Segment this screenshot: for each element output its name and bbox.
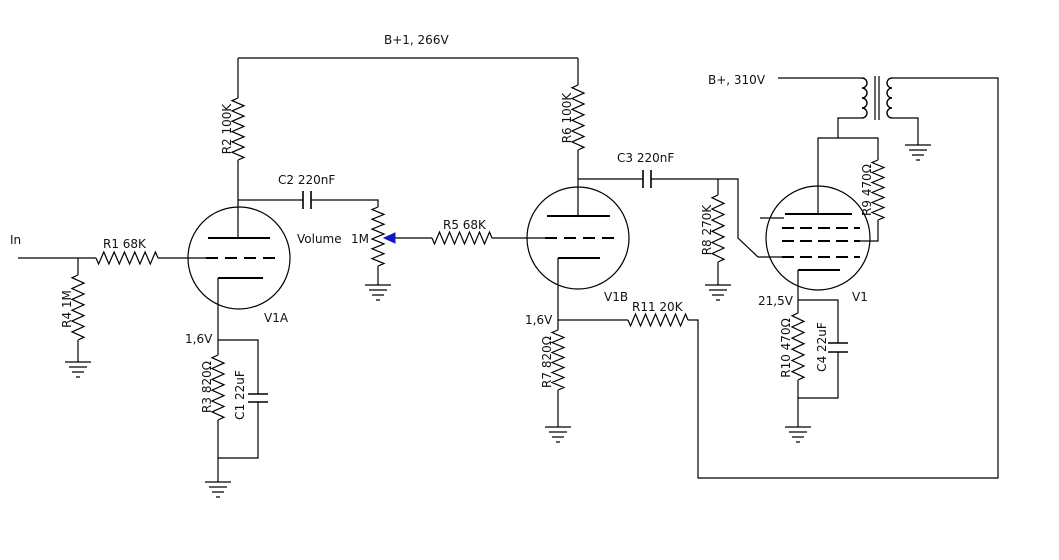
wire-feedback [688, 77, 999, 479]
tube-v1a-envelope [187, 206, 291, 310]
r1-resistor [95, 250, 159, 266]
grounds [65, 144, 931, 498]
wire-c1-loop-top [218, 339, 259, 394]
tube-v1b-label: V1B [604, 290, 628, 304]
v1-cathode-voltage: 21,5V [758, 294, 794, 308]
tube-v1b-envelope [526, 186, 630, 290]
r11-label: R11 20K [632, 300, 684, 314]
supply-b1-label: B+1, 266V [384, 33, 449, 47]
r7-resistor [550, 329, 566, 391]
labels: B+1, 266V B+, 310V In R1 68K R2 100K R3 … [10, 33, 874, 420]
potentiometer-wiper-arrow [382, 232, 396, 244]
r1-label: R1 68K [103, 237, 147, 251]
r10-resistor [790, 312, 806, 381]
c3-capacitor [642, 170, 652, 188]
potentiometer-value-label: 1M [351, 232, 369, 246]
wire-primary-bottom [837, 117, 862, 138]
r10-label: R10 470Ω [779, 318, 793, 378]
transformer-primary-coil [861, 77, 868, 119]
r8-resistor [710, 194, 726, 263]
transformer-core [874, 76, 880, 120]
ground-symbol [365, 284, 391, 301]
tube-v1-label: V1 [852, 290, 868, 304]
tube-v1a-label: V1A [264, 311, 289, 325]
r4-resistor [70, 274, 86, 341]
input-label: In [10, 233, 21, 247]
c2-capacitor [302, 191, 312, 209]
wire-secondary-ground [892, 117, 919, 145]
c4-capacitor [828, 342, 848, 353]
r9-label: R9 470Ω [860, 164, 874, 216]
c1-label: C1 22uF [233, 370, 247, 420]
r9-resistor [870, 159, 886, 221]
r3-label: R3 820Ω [200, 361, 214, 413]
wires [18, 57, 999, 482]
r6-resistor [570, 84, 586, 151]
r4-label: R4 1M [60, 290, 74, 328]
r11-resistor [627, 312, 689, 328]
c2-label: C2 220nF [278, 173, 335, 187]
resistors [70, 84, 886, 421]
c3-label: C3 220nF [617, 151, 674, 165]
capacitors [248, 170, 848, 403]
r5-resistor [431, 230, 493, 246]
potentiometer-name-label: Volume [297, 232, 342, 246]
ground-symbol [65, 361, 91, 378]
r3-resistor [210, 354, 226, 421]
tube-v1a [187, 206, 291, 310]
wire-r9-bottom [860, 220, 879, 242]
ground-symbol [205, 481, 231, 498]
ground-symbol [905, 144, 931, 161]
ground-symbol [545, 426, 571, 443]
tube-v1 [760, 185, 871, 291]
output-transformer [861, 76, 893, 120]
tube-v1-envelope [765, 185, 871, 291]
v1a-cathode-voltage: 1,6V [185, 332, 213, 346]
wire-c1-loop-bottom [218, 402, 259, 459]
wire-c4-loop-bottom [798, 352, 839, 399]
c1-capacitor [248, 393, 268, 403]
v1b-cathode-voltage: 1,6V [525, 313, 553, 327]
wire-v1-plate [817, 137, 879, 214]
ground-symbol [785, 426, 811, 443]
tube-v1b [526, 186, 630, 290]
r8-label: R8 270K [700, 204, 714, 256]
volume-potentiometer [370, 206, 386, 267]
transformer-secondary-coil [886, 77, 893, 119]
ground-symbol [705, 284, 731, 301]
r5-label: R5 68K [443, 218, 487, 232]
wire-c3-right [651, 178, 782, 258]
supply-b-label: B+, 310V [708, 73, 766, 87]
r2-label: R2 100K [220, 103, 234, 155]
r7-label: R7 820Ω [540, 336, 554, 388]
wire-c4-loop-top [798, 299, 839, 343]
r6-label: R6 100K [560, 92, 574, 144]
wire-c2-right [311, 199, 379, 207]
c4-label: C4 22uF [815, 322, 829, 372]
r2-resistor [230, 97, 246, 161]
